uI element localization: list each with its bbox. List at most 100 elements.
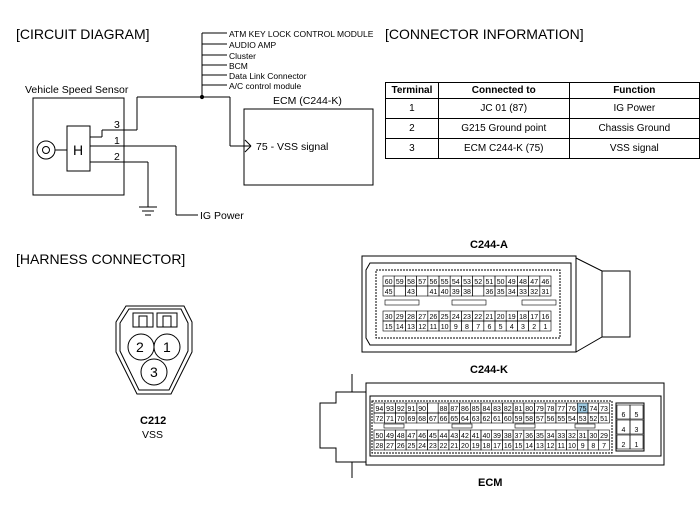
pin-label: 28 xyxy=(375,443,383,450)
pin-label: 39 xyxy=(493,433,501,440)
pin-label: 60 xyxy=(385,279,393,286)
c212-desc: VSS xyxy=(142,429,163,441)
pin-label: 12 xyxy=(418,324,426,331)
pin-label: 36 xyxy=(486,289,494,296)
pin-label: 82 xyxy=(504,406,512,413)
pin-label: 65 xyxy=(450,416,458,423)
cell-connected: ECM C244-K (75) xyxy=(437,138,570,159)
pin-label: 93 xyxy=(386,406,394,413)
pin-label: 81 xyxy=(515,406,523,413)
cell-function: Chassis Ground xyxy=(568,118,700,139)
pin-label: 40 xyxy=(441,289,449,296)
pin-label: 36 xyxy=(525,433,533,440)
pin-label: 21 xyxy=(450,443,458,450)
pin-label: 54 xyxy=(452,279,460,286)
pin-label: 18 xyxy=(519,314,527,321)
pin-cell xyxy=(629,419,644,435)
pin-label: 10 xyxy=(568,443,576,450)
sensor-pin-2: 2 xyxy=(114,151,120,163)
pin-label: 51 xyxy=(486,279,494,286)
pin-label: 50 xyxy=(497,279,505,286)
pin-label: 60 xyxy=(504,416,512,423)
pin-label: 57 xyxy=(418,279,426,286)
pin-label: 58 xyxy=(407,279,415,286)
ecm-signal: 75 - VSS signal xyxy=(256,141,328,153)
pin-label: 9 xyxy=(581,443,585,450)
sensor-coil-icon xyxy=(36,140,56,160)
pin-label: 11 xyxy=(558,443,565,450)
pin-label: 25 xyxy=(441,314,449,321)
pin-label: 30 xyxy=(589,433,597,440)
pin-label: 28 xyxy=(407,314,415,321)
c244k-title: C244-K xyxy=(470,364,508,376)
pin-label: 41 xyxy=(472,433,480,440)
pin-label: 50 xyxy=(375,433,383,440)
c212-pin-3: 3 xyxy=(150,364,158,380)
pin-label: 4 xyxy=(622,427,626,434)
pin-label: 34 xyxy=(547,433,555,440)
cell-function: VSS signal xyxy=(568,138,700,159)
pin-label: 54 xyxy=(568,416,576,423)
pin-label: 27 xyxy=(386,443,394,450)
pin-label: 78 xyxy=(547,406,555,413)
pin-label: 92 xyxy=(397,406,405,413)
pin-label: 27 xyxy=(418,314,426,321)
pin-label: 49 xyxy=(386,433,394,440)
pin-cell xyxy=(539,285,552,297)
pin-label: 38 xyxy=(463,289,471,296)
pin-label: 35 xyxy=(497,289,505,296)
pin-label: 79 xyxy=(536,406,544,413)
pin-label: 3 xyxy=(635,427,639,434)
cell-connected: JC 01 (87) xyxy=(437,98,570,119)
pin-label: 21 xyxy=(486,314,494,321)
pin-label: 2 xyxy=(532,324,536,331)
pin-label: 18 xyxy=(482,443,490,450)
pin-label: 7 xyxy=(476,324,480,331)
pin-label: 33 xyxy=(519,289,527,296)
pin-label: 23 xyxy=(463,314,471,321)
pin-label: 1 xyxy=(635,442,639,449)
pin-label: 67 xyxy=(429,416,437,423)
pin-label: 49 xyxy=(508,279,516,286)
circuit-heading: [CIRCUIT DIAGRAM] xyxy=(16,26,150,42)
sensor-label: Vehicle Speed Sensor xyxy=(25,84,129,96)
ecm-box xyxy=(243,108,374,186)
pin-label: 20 xyxy=(461,443,469,450)
cell-terminal: 1 xyxy=(385,98,439,119)
pin-label: 15 xyxy=(385,324,393,331)
ecm-connector xyxy=(319,374,665,478)
pin-label: 40 xyxy=(482,433,490,440)
cell-terminal: 2 xyxy=(385,118,439,139)
pin-label: 34 xyxy=(508,289,516,296)
table-header-row: Terminal Connected to Function xyxy=(385,82,700,99)
key-slot xyxy=(521,299,557,306)
pin-label: 5 xyxy=(499,324,503,331)
pin-label: 90 xyxy=(418,406,426,413)
pin-label: 7 xyxy=(602,443,606,450)
pin-cell xyxy=(472,285,485,297)
pin-label: 16 xyxy=(504,443,512,450)
bus-item: A/C control module xyxy=(229,81,302,91)
pin-label: 62 xyxy=(482,416,490,423)
c212-connector xyxy=(115,305,193,395)
key-slot xyxy=(383,423,405,429)
pin-label: 38 xyxy=(504,433,512,440)
header-connected-to: Connected to xyxy=(437,82,570,99)
pin-label: 94 xyxy=(375,406,383,413)
pin-label: 12 xyxy=(547,443,555,450)
pin-label: 66 xyxy=(440,416,448,423)
pin-cell xyxy=(416,285,429,297)
pin-label: 19 xyxy=(472,443,480,450)
harness-heading: [HARNESS CONNECTOR] xyxy=(16,251,185,267)
cell-connected: G215 Ground point xyxy=(437,118,570,139)
pin-label: 16 xyxy=(542,314,550,321)
pin-label: 25 xyxy=(408,443,416,450)
key-slot xyxy=(574,423,596,429)
pin-label: 74 xyxy=(589,406,597,413)
c212-pin-1: 1 xyxy=(163,339,171,355)
pin-label: 20 xyxy=(497,314,505,321)
pin-label: 13 xyxy=(536,443,544,450)
pin-label: 59 xyxy=(515,416,523,423)
pin-label: 23 xyxy=(429,443,437,450)
ecm-connector-name: ECM xyxy=(478,477,502,489)
